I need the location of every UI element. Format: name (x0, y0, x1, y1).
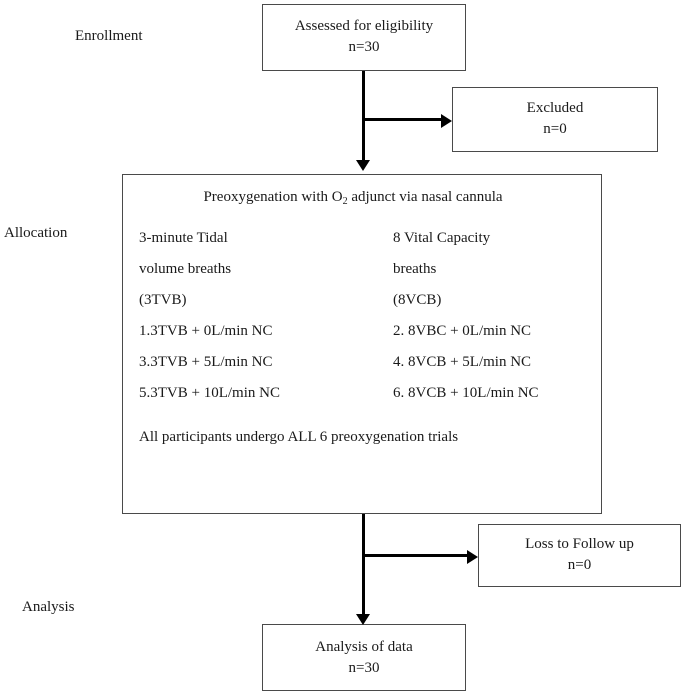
allocation-left-line: 5.3TVB + 10L/min NC (139, 385, 280, 401)
arrowhead-down-icon (356, 160, 370, 171)
connector-to-loss-to-follow-up (362, 554, 468, 557)
allocation-right-line: 4. 8VCB + 5L/min NC (393, 354, 532, 370)
allocation-left-line: 1.3TVB + 0L/min NC (139, 323, 273, 339)
node-excluded[interactable]: Excluded n=0 (452, 87, 658, 152)
allocation-left-column: 3-minute Tidal volume breaths (3TVB) 1.3… (139, 223, 280, 409)
connector-assessed-to-allocation (362, 71, 365, 164)
allocation-right-line: 6. 8VCB + 10L/min NC (393, 385, 539, 401)
node-loss-text: Loss to Follow up n=0 (479, 534, 680, 576)
arrowhead-down-icon (356, 614, 370, 625)
node-analysis-of-data[interactable]: Analysis of data n=30 (262, 624, 466, 691)
allocation-right-line: breaths (393, 261, 437, 277)
node-assessed-line1: Assessed for eligibility (294, 18, 434, 34)
node-assessed-for-eligibility[interactable]: Assessed for eligibility n=30 (262, 4, 466, 71)
allocation-left-line: 3.3TVB + 5L/min NC (139, 354, 273, 370)
arrowhead-right-icon (441, 114, 452, 128)
node-excluded-line1: Excluded (526, 100, 584, 116)
node-loss-to-follow-up[interactable]: Loss to Follow up n=0 (478, 524, 681, 587)
stage-label-analysis: Analysis (22, 599, 75, 615)
allocation-title-subscript: 2 (342, 196, 348, 207)
allocation-right-column: 8 Vital Capacity breaths (8VCB) 2. 8VBC … (393, 223, 539, 409)
node-excluded-text: Excluded n=0 (453, 98, 657, 140)
allocation-footer-text: All participants undergo ALL 6 preoxygen… (139, 429, 459, 445)
connector-to-excluded (362, 118, 442, 121)
allocation-left-line: volume breaths (139, 261, 232, 277)
stage-label-allocation: Allocation (4, 225, 68, 241)
allocation-title-prefix: Preoxygenation with O (203, 189, 343, 205)
connector-allocation-to-analysis (362, 514, 365, 619)
node-allocation-preoxygenation[interactable]: Preoxygenation with O2 adjunct via nasal… (122, 174, 602, 514)
node-loss-line2: n=0 (567, 557, 592, 573)
allocation-left-line: (3TVB) (139, 292, 187, 308)
node-analysis-text: Analysis of data n=30 (263, 637, 465, 679)
allocation-right-line: 8 Vital Capacity (393, 230, 491, 246)
node-assessed-text: Assessed for eligibility n=30 (263, 16, 465, 58)
stage-label-enrollment: Enrollment (75, 28, 143, 44)
node-analysis-line2: n=30 (348, 660, 380, 676)
allocation-right-line: (8VCB) (393, 292, 442, 308)
allocation-right-line: 2. 8VBC + 0L/min NC (393, 323, 532, 339)
node-analysis-line1: Analysis of data (315, 639, 413, 655)
node-loss-line1: Loss to Follow up (525, 536, 634, 552)
arrowhead-right-icon (467, 550, 478, 564)
allocation-title-suffix: adjunct via nasal cannula (347, 189, 503, 205)
allocation-title: Preoxygenation with O2 adjunct via nasal… (123, 187, 601, 209)
node-assessed-line2: n=30 (348, 39, 380, 55)
node-excluded-line2: n=0 (543, 121, 567, 137)
allocation-left-line: 3-minute Tidal (139, 230, 228, 246)
